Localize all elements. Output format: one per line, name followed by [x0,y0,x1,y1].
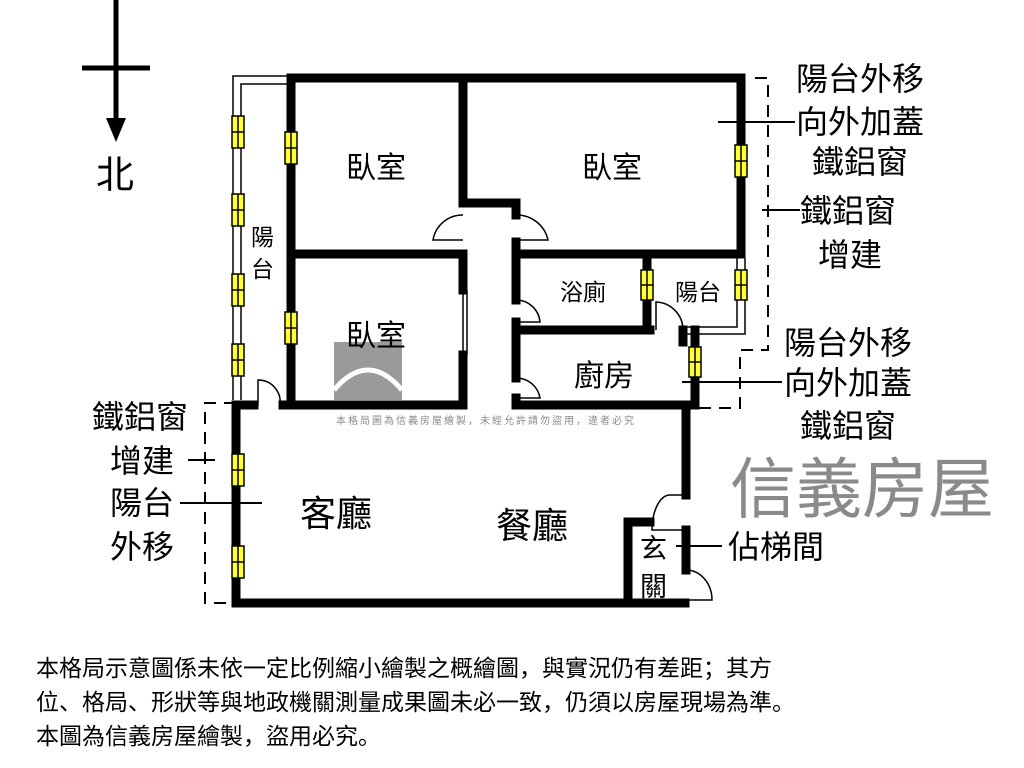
room-bathroom: 浴廁 [560,280,606,306]
balcony-railings [232,75,746,400]
window-icon [231,115,245,149]
note-balcony-move-1: 陽台外移 [796,60,924,98]
door-entrance-outer [685,569,713,601]
room-entrance: 玄 [640,534,667,565]
room-balcony-west: 陽 [251,225,274,251]
window-icon [640,269,654,301]
note-window-1: 鐵鋁窗 [812,143,908,181]
watermark-brand: 信義房屋 [730,451,994,528]
north-label: 北 [96,153,134,197]
room-balcony-small: 陽台 [675,280,721,306]
disclaimer-line: 位、格局、形狀等與地政機關測量成果圖未必一致，仍須以房屋現場為準。 [36,690,795,716]
door-balcony-small [655,301,684,331]
window-icon [284,311,298,345]
room-bedroom-2: 臥室 [582,151,642,186]
window-icon [688,346,702,378]
door-balcony-west [257,379,281,406]
door-bedroom-2 [515,214,549,241]
window-icon [231,453,245,487]
watermark-notice: 本格局圖為信義房屋繪製，未經允許請勿盜用，違者必究 [336,414,636,427]
door-entrance-inner [651,494,686,531]
door-bedroom-1 [432,214,464,241]
disclaimer: 本格局示意圖係未依一定比例縮小繪製之概繪圖，與實況仍有差距；其方 位、格局、形狀… [36,652,996,754]
note-addon-1: 增建 [818,236,882,274]
window-icon [734,144,748,178]
window-icon [734,269,748,301]
room-bedroom-1: 臥室 [346,151,406,186]
note-window-addon-1: 鐵鋁窗 [800,192,896,230]
north-compass-icon [82,0,150,142]
room-entrance-2: 關 [640,572,667,603]
windows [231,115,748,579]
leader-lines [180,121,800,547]
door-bathroom [515,299,541,323]
window-icon [231,273,245,307]
note-move-out: 外移 [110,528,174,566]
note-window-addon-2: 鐵鋁窗 [92,398,188,436]
note-balcony-move-3: 陽台 [110,484,174,522]
room-kitchen: 廚房 [574,359,634,394]
room-living: 客廳 [300,494,372,535]
note-balcony-move-2: 陽台外移 [784,324,912,362]
window-icon [231,193,245,227]
disclaimer-line: 本圖為信義房屋繪製，盜用必究。 [36,724,381,750]
note-stairwell: 佔梯間 [728,528,824,566]
window-icon [231,545,245,579]
note-add-cover-2: 向外加蓋 [784,364,912,402]
room-dining: 餐廳 [496,506,568,547]
room-bedroom-3: 臥室 [346,319,406,354]
room-balcony-west-2: 台 [251,257,274,283]
doors [257,214,713,601]
door-kitchen [515,377,541,399]
window-icon [231,343,245,377]
note-add-cover-1: 向外加蓋 [796,103,924,141]
window-icon [284,131,298,165]
note-window-2: 鐵鋁窗 [800,407,896,445]
watermark: 信義房屋 本格局圖為信義房屋繪製，未經允許請勿盜用，違者必究 [332,342,994,528]
disclaimer-line: 本格局示意圖係未依一定比例縮小繪製之概繪圖，與實況仍有差距；其方 [36,656,772,682]
note-addon-2: 增建 [110,442,174,480]
